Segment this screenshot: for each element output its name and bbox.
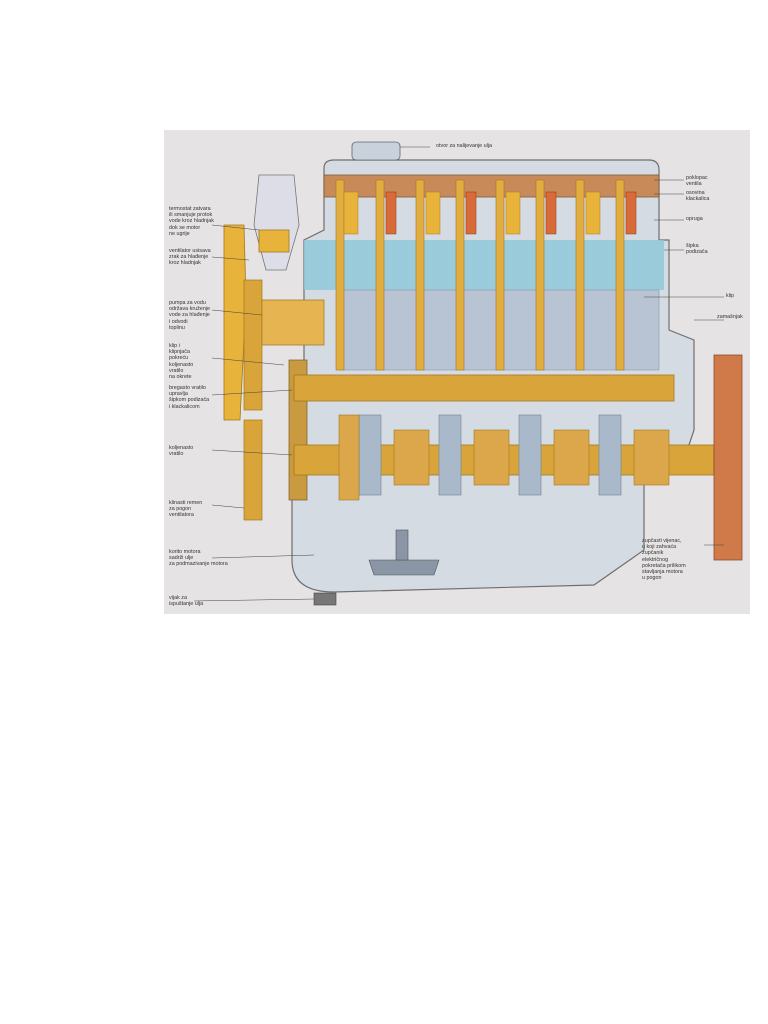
fan-blade xyxy=(223,224,247,421)
connecting-rod xyxy=(598,414,622,496)
pushrod xyxy=(415,179,425,371)
leader-lines xyxy=(193,146,724,602)
pulley-lower xyxy=(243,419,263,521)
spring xyxy=(385,191,397,235)
pushrod xyxy=(335,179,345,371)
crank-counterweights xyxy=(338,414,670,501)
camshaft xyxy=(293,374,675,402)
valvetrain xyxy=(335,179,625,371)
pulley-upper xyxy=(243,279,263,411)
valve-springs-red xyxy=(385,191,637,235)
spring xyxy=(625,191,637,235)
label-fan: ventilator usisava zrak za hlađenje kroz… xyxy=(169,248,211,267)
label-spring: opruga xyxy=(686,216,703,222)
label-crankshaft: koljenasto vratilo xyxy=(169,445,194,458)
label-water-pump: pumpa za vodu održava kruženje vode za h… xyxy=(169,300,211,331)
label-fan-belt: klinasti remen za pogon ventilatora xyxy=(169,500,203,519)
label-oil-sump: korito motora sadrži ulje za podmazivanj… xyxy=(169,549,228,568)
water-pump xyxy=(261,299,325,346)
valve-cover-shape xyxy=(323,174,660,198)
valve-springs xyxy=(343,191,601,235)
counterweight xyxy=(633,429,670,486)
engine-illustration xyxy=(193,141,743,606)
counterweight xyxy=(473,429,510,486)
pushrod xyxy=(535,179,545,371)
engine-cutaway-diagram: otvor za nalijevanje ulja poklopac venti… xyxy=(164,130,750,614)
label-connecting-rod: klip i klipnjača pokreću koljenasto vrat… xyxy=(169,343,194,381)
counterweight xyxy=(553,429,590,486)
pistons xyxy=(358,414,622,496)
thermostat-valve xyxy=(258,229,290,253)
spring xyxy=(425,191,441,235)
label-rocker-arm: osovina klackalica xyxy=(686,190,710,203)
spring xyxy=(505,191,521,235)
pushrod xyxy=(375,179,385,371)
label-piston: klip xyxy=(726,293,735,299)
label-drain-plug: vijak za ispuštanje ulja xyxy=(169,595,204,608)
pushrod xyxy=(455,179,465,371)
connecting-rod xyxy=(438,414,462,496)
spring xyxy=(465,191,477,235)
label-camshaft: bregasto vratilo upravlja šipkom podizač… xyxy=(169,385,210,410)
label-thermostat: termostat zatvara ili smanjuje protok vo… xyxy=(169,206,214,237)
flywheel xyxy=(713,354,743,561)
pushrod xyxy=(495,179,505,371)
pushrod xyxy=(575,179,585,371)
coolant-jacket xyxy=(304,240,664,290)
label-flywheel: zamašnjak xyxy=(717,314,743,320)
label-tappet: šipka podizača xyxy=(686,243,708,256)
connecting-rod xyxy=(518,414,542,496)
label-oil-filler: otvor za nalijevanje ulja xyxy=(436,143,493,149)
counterweight xyxy=(393,429,430,486)
spring xyxy=(343,191,359,235)
label-ring-gear: zupčasti vijenac, u koji zahvaća zupčani… xyxy=(642,538,686,582)
pushrod xyxy=(615,179,625,371)
oil-pickup-tube xyxy=(395,529,409,561)
spring xyxy=(545,191,557,235)
connecting-rod xyxy=(358,414,382,496)
drain-plug xyxy=(313,592,337,606)
oil-filler-cap xyxy=(351,141,401,161)
spring xyxy=(585,191,601,235)
thermostat-housing xyxy=(253,174,300,271)
oil-pickup xyxy=(368,559,440,576)
counterweight xyxy=(338,414,360,501)
label-valve-cover: poklopac ventila xyxy=(686,175,708,188)
